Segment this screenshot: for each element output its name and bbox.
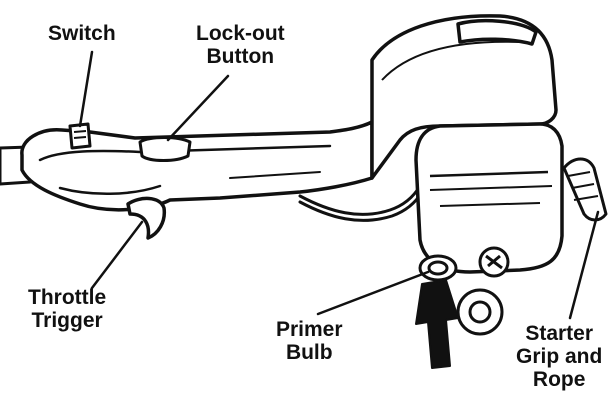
lockout-label-line1: Lock-out [196,22,285,45]
throttle-trigger-label: Throttle Trigger [28,286,106,332]
primer-bulb-label: Primer Bulb [276,318,343,364]
switch-label: Switch [48,22,116,45]
leader-throttle [92,222,142,288]
starter-grip-part [564,159,606,220]
starter-label-line2: Grip and [516,345,602,368]
fuel-cap [480,248,508,276]
throttle-label-line1: Throttle [28,286,106,309]
lockout-button-label: Lock-out Button [196,22,285,68]
throttle-label-line2: Trigger [28,309,106,332]
lower-disc [458,290,502,334]
primer-arrow [416,280,458,368]
starter-label-line1: Starter [516,322,602,345]
lockout-label-line2: Button [196,45,285,68]
leader-lockout [168,76,228,140]
leader-primer [318,272,428,314]
starter-label-line3: Rope [516,368,602,391]
primer-label-line2: Bulb [276,341,343,364]
switch-part [70,124,90,148]
lockout-button-part [140,138,190,161]
primer-label-line1: Primer [276,318,343,341]
leader-starter [570,212,598,318]
leader-switch [80,52,92,126]
switch-label-text: Switch [48,22,116,45]
starter-grip-label: Starter Grip and Rope [516,322,602,391]
primer-bulb-part [420,256,456,280]
